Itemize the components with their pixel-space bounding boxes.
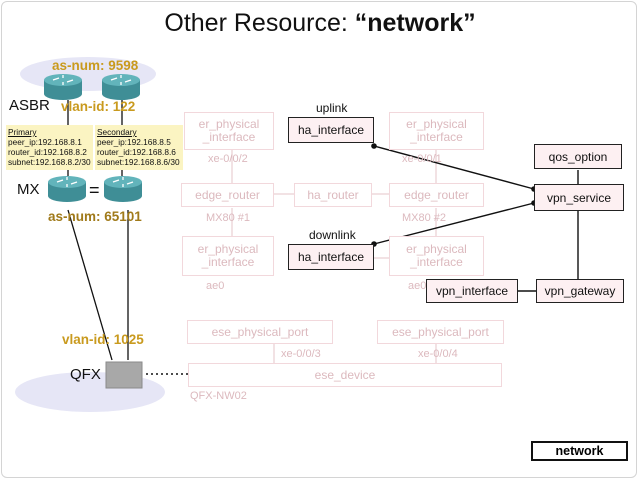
primary-heading: Primary	[8, 127, 37, 137]
secondary-router-id: router_id:192.168.8.6	[97, 147, 176, 157]
primary-subnet: subnet:192.168.8.2/30	[8, 157, 91, 167]
er-physical-interface-top-left: er_physical _interface	[184, 112, 274, 150]
edge-router-right: edge_router	[389, 183, 484, 207]
ae0-left-label: ae0	[206, 280, 225, 292]
secondary-note: Secondary peer_ip:192.168.8.5 router_id:…	[95, 125, 183, 170]
vlan-122-label: vlan-id: 122	[61, 99, 136, 114]
legend-network: network	[531, 441, 628, 461]
mx80-2-label: MX80 #2	[402, 212, 447, 224]
router-icon	[104, 176, 142, 202]
equals-sign: =	[89, 180, 100, 200]
mx80-1-label: MX80 #1	[206, 212, 251, 224]
primary-router-id: router_id:192.168.8.2	[8, 147, 87, 157]
er-physical-interface-mid-left: er_physical _interface	[182, 236, 274, 276]
vpn-service-box[interactable]: vpn_service	[534, 184, 624, 211]
ese-physical-port-right: ese_physical_port	[377, 320, 504, 344]
xe-0-0-3-label: xe-0/0/3	[281, 348, 321, 360]
er-physical-interface-top-right: er_physical _interface	[389, 112, 484, 150]
page-title: Other Resource: “network”	[0, 9, 640, 38]
cable-mx1-qfx	[67, 209, 113, 361]
mx-label: MX	[17, 181, 40, 198]
secondary-heading: Secondary	[97, 127, 137, 137]
asbr-label: ASBR	[9, 97, 50, 114]
ha-interface-uplink[interactable]: ha_interface	[288, 117, 374, 143]
xe-0-0-1-label: xe-0/0/1	[402, 153, 442, 165]
router-icon	[102, 74, 140, 100]
title-prefix: Other Resource:	[164, 9, 355, 37]
edge-router-left: edge_router	[181, 183, 274, 207]
ha-interface-downlink[interactable]: ha_interface	[288, 244, 374, 270]
vpn-interface-box[interactable]: vpn_interface	[426, 279, 518, 303]
xe-0-0-2-label: xe-0/0/2	[208, 153, 248, 165]
qos-option-box[interactable]: qos_option	[534, 144, 622, 169]
title-quoted: “network”	[354, 9, 476, 37]
ese-physical-port-left: ese_physical_port	[187, 320, 333, 344]
switch-icon	[105, 361, 143, 389]
secondary-peer-ip: peer_ip:192.168.8.5	[97, 137, 171, 147]
qfx-label: QFX	[70, 366, 101, 383]
router-icon	[44, 74, 82, 100]
as-num-top-label: as-num: 9598	[52, 58, 139, 73]
downlink-label: downlink	[309, 228, 356, 242]
ese-device: ese_device	[188, 363, 502, 387]
as-num-bottom-label: as-num: 65101	[48, 209, 142, 224]
uplink-label: uplink	[316, 101, 348, 115]
primary-peer-ip: peer_ip:192.168.8.1	[8, 137, 82, 147]
ae0-right-label: ae0	[408, 280, 427, 292]
vlan-1025-label: vlan-id: 1025	[62, 332, 144, 347]
xe-0-0-4-label: xe-0/0/4	[418, 348, 458, 360]
secondary-subnet: subnet:192.168.8.6/30	[97, 157, 180, 167]
vpn-gateway-box[interactable]: vpn_gateway	[536, 279, 624, 303]
qfx-nw02-label: QFX-NW02	[190, 390, 247, 402]
er-physical-interface-mid-right: er_physical _interface	[389, 236, 484, 276]
primary-note: Primary peer_ip:192.168.8.1 router_id:19…	[6, 125, 93, 170]
ha-router: ha_router	[294, 183, 372, 207]
router-icon	[48, 176, 86, 202]
